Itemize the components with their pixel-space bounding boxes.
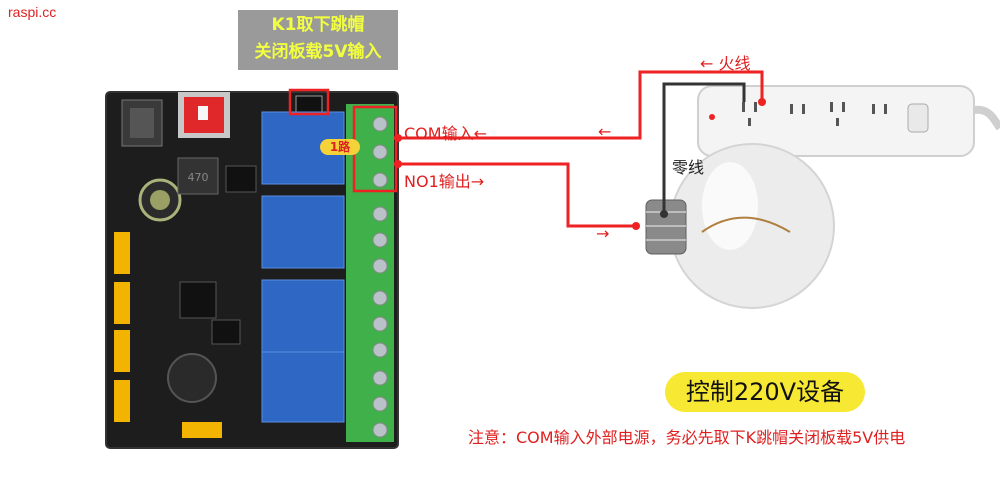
svg-text:470: 470 [188,171,209,184]
live-wire-label: ← 火线 [700,54,751,73]
arrow-left-label: ← [598,122,612,141]
no1-output-label: NO1输出→ [404,172,485,191]
jumper-note-line1: K1取下跳帽 [271,15,365,35]
light-bulb [645,143,835,309]
jumper-note-line2: 关闭板载5V输入 [254,42,382,62]
route-badge: 1路 [320,139,360,155]
neutral-wire-label: 零线 [672,158,705,177]
relay-board: 470 [105,91,399,449]
wires [394,70,766,230]
com-input-label: COM输入← [404,124,487,143]
footnote: 注意：COM输入外部电源，务必先取下K跳帽关闭板载5V供电 [468,428,906,447]
title-badge: 控制220V设备 [665,372,865,412]
power-strip [697,85,1000,157]
jumper-note: K1取下跳帽 关闭板载5V输入 [238,10,398,70]
arrow-right-label: → [596,224,610,243]
watermark: raspi.cc [8,4,57,20]
jumper-highlight [288,88,330,116]
